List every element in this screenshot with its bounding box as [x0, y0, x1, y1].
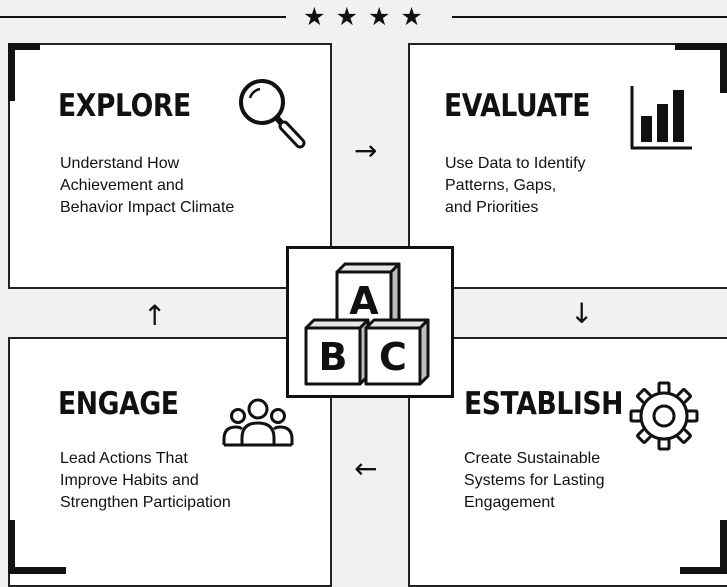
- engage-line-2: Improve Habits and: [60, 472, 199, 489]
- header-rule-right: [452, 16, 727, 18]
- establish-line-3: Engagement: [464, 494, 555, 511]
- explore-corner-mark-vertical: [8, 43, 15, 101]
- people-group-icon: [222, 398, 294, 447]
- arrow-right-icon: →: [354, 134, 378, 167]
- engage-corner-mark-vertical: [8, 520, 15, 574]
- establish-corner-mark: [680, 567, 727, 574]
- block-c-letter: C: [379, 335, 407, 379]
- evaluate-line-1: Use Data to Identify: [445, 155, 586, 172]
- explore-title: EXPLORE: [58, 88, 191, 124]
- abc-blocks-icon: A B C: [304, 262, 430, 386]
- explore-corner-mark: [8, 43, 40, 50]
- evaluate-title: EVALUATE: [444, 88, 591, 124]
- establish-corner-mark-vertical: [720, 520, 727, 574]
- explore-line-2: Achievement and: [60, 177, 184, 194]
- arrow-left-icon: ←: [354, 452, 378, 485]
- evaluate-corner-mark-vertical: [720, 43, 727, 93]
- establish-line-1: Create Sustainable: [464, 450, 601, 467]
- engage-corner-mark: [8, 567, 66, 574]
- evaluate-panel: [408, 43, 727, 289]
- establish-description: Create Sustainable Systems for Lasting E…: [464, 448, 605, 514]
- block-b-letter: B: [319, 335, 348, 379]
- magnifying-glass-icon: [239, 79, 306, 149]
- header-rule-left: [0, 16, 286, 18]
- evaluate-line-3: and Priorities: [445, 199, 539, 216]
- block-a-letter: A: [349, 279, 379, 323]
- establish-title: ESTABLISH: [464, 386, 624, 422]
- header-stars: ★★★★: [303, 3, 433, 31]
- bar-chart-icon: [630, 86, 692, 150]
- engage-line-3: Strengthen Participation: [60, 494, 231, 511]
- explore-description: Understand How Achievement and Behavior …: [60, 153, 234, 219]
- evaluate-corner-mark: [675, 43, 727, 50]
- evaluate-description: Use Data to Identify Patterns, Gaps, and…: [445, 153, 586, 219]
- explore-line-1: Understand How: [60, 155, 180, 172]
- engage-line-1: Lead Actions That: [60, 450, 188, 467]
- engage-panel: [8, 337, 332, 587]
- explore-panel: [8, 43, 332, 289]
- gear-icon: [629, 381, 699, 451]
- arrow-down-icon: ↓: [570, 297, 594, 330]
- evaluate-line-2: Patterns, Gaps,: [445, 177, 557, 194]
- explore-line-3: Behavior Impact Climate: [60, 199, 235, 216]
- establish-line-2: Systems for Lasting: [464, 472, 605, 489]
- arrow-up-icon: ↑: [143, 299, 167, 332]
- engage-title: ENGAGE: [58, 386, 179, 422]
- engage-description: Lead Actions That Improve Habits and Str…: [60, 448, 231, 514]
